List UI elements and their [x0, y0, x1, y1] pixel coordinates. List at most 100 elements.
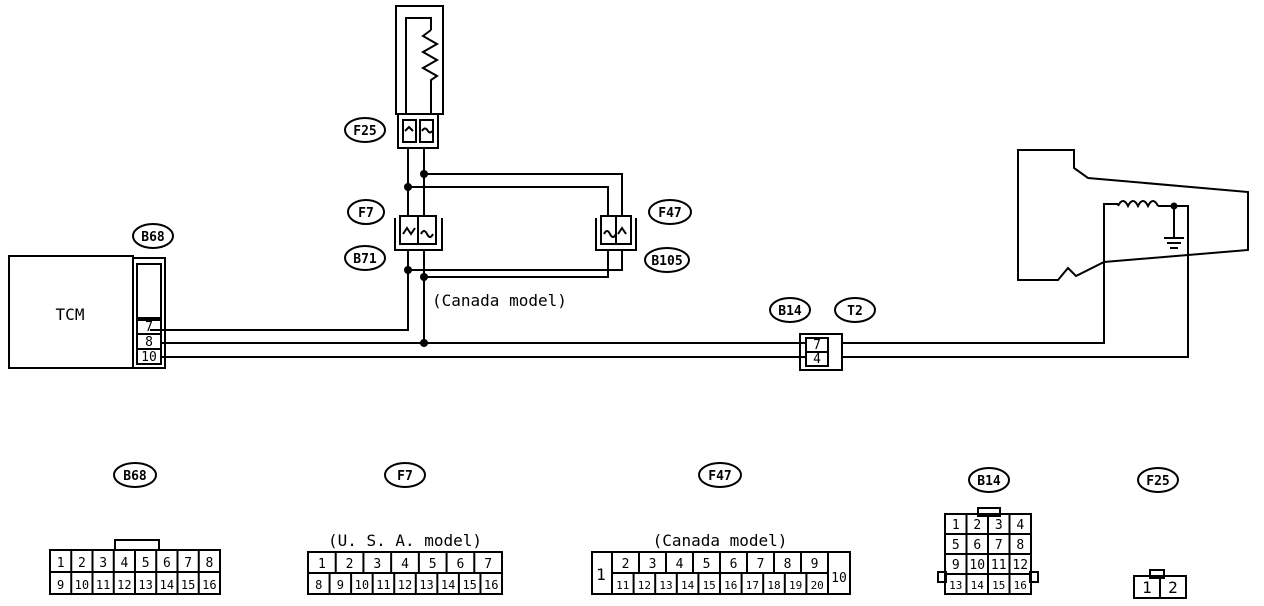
connector-pin-label: 10	[75, 578, 89, 592]
connector-pin-label: 6	[730, 557, 738, 572]
connector-pin-label: 12	[638, 579, 651, 592]
connector-pin-label: 2	[78, 556, 86, 571]
tag-f25-text: F25	[353, 124, 376, 139]
connector-pin-label: 14	[441, 578, 455, 592]
connector-pin-label: 13	[138, 578, 152, 592]
connector-pin-label: 3	[995, 518, 1003, 533]
tag-f47-text: F47	[658, 206, 681, 221]
b14-pin-4: 4	[813, 352, 821, 367]
tag-b68-text: B68	[141, 230, 165, 245]
connector-pin-label: 3	[649, 557, 657, 572]
connector-pin-label: 1	[952, 518, 960, 533]
connector-pin-label: 8	[205, 556, 213, 571]
connector-pin-label: 5	[429, 557, 437, 572]
connector-pin-label: 12	[398, 578, 412, 592]
connector-pin-label: 4	[401, 557, 409, 572]
legend-f47-pin-1: 1	[596, 565, 606, 584]
connector-pin-label: 5	[703, 557, 711, 572]
connector-pin-label: 18	[767, 579, 780, 592]
connector-pin-label: 14	[160, 578, 174, 592]
tag-b68: B68	[132, 223, 174, 249]
legend-f47-pin-10: 10	[831, 571, 847, 586]
f25-connector	[397, 113, 439, 149]
connector-pin-label: 7	[184, 556, 192, 571]
connector-pin-label: 11	[96, 578, 110, 592]
connector-pin-label: 8	[1016, 538, 1024, 553]
connector-pin-label: 15	[181, 578, 195, 592]
connector-pin-label: 14	[971, 579, 985, 592]
tag-b71: B71	[344, 245, 386, 271]
connector-pin-label: 9	[811, 557, 819, 572]
legend-b68-title: B68	[123, 469, 147, 484]
connector-pin-label: 2	[622, 557, 630, 572]
tcm-pin-7: 7	[145, 320, 153, 335]
transmission-housing	[1017, 149, 1249, 281]
f7-b71-connector	[394, 215, 443, 251]
legend-f47-note: (Canada model)	[653, 531, 788, 550]
connector-pin-label: 5	[142, 556, 150, 571]
b68-tcm-connector: 7 8 10	[132, 257, 166, 369]
legend-f25-title: F25	[1146, 474, 1169, 489]
connector-pin-label: 6	[973, 538, 981, 553]
canada-model-note: (Canada model)	[432, 291, 567, 310]
connector-pin-label: 12	[117, 578, 131, 592]
connector-pin-label: 3	[373, 557, 381, 572]
connector-pin-label: 16	[484, 578, 498, 592]
connector-pin-label: 13	[949, 579, 962, 592]
connector-pin-label: 1	[57, 556, 65, 571]
connector-pin-label: 4	[676, 557, 684, 572]
legend-f7-title: F7	[397, 469, 413, 484]
solenoid-coil	[1103, 200, 1189, 249]
legend-f25-pin-2: 2	[1168, 578, 1178, 597]
connector-pin-label: 2	[346, 557, 354, 572]
connector-pin-label: 19	[789, 579, 802, 592]
connector-pin-label: 13	[419, 578, 433, 592]
connector-pin-label: 14	[681, 579, 695, 592]
connector-pin-label: 3	[99, 556, 107, 571]
connector-pin-label: 16	[202, 578, 216, 592]
tag-b14: B14	[769, 297, 811, 323]
legend-f7-note: (U. S. A. model)	[328, 531, 482, 550]
legend-f25-pin-1: 1	[1142, 578, 1152, 597]
connector-pin-label: 7	[484, 557, 492, 572]
sensor-resistor	[395, 5, 444, 115]
legend-f47-title: F47	[708, 469, 731, 484]
tcm-pin-10: 10	[141, 350, 157, 365]
tag-f47: F47	[648, 199, 692, 225]
tag-f7: F7	[347, 199, 385, 225]
tcm-module: TCM	[8, 255, 134, 369]
connector-pin-label: 10	[969, 558, 985, 573]
connector-pin-label: 20	[811, 579, 824, 592]
connector-pin-label: 15	[462, 578, 476, 592]
f47-b105-connector	[595, 215, 637, 251]
connector-pin-label: 16	[724, 579, 737, 592]
tag-b71-text: B71	[353, 252, 377, 267]
tag-b14-text: B14	[778, 304, 802, 319]
tcm-pin-8: 8	[145, 335, 153, 350]
tcm-label: TCM	[56, 305, 85, 324]
connector-pin-label: 15	[992, 579, 1005, 592]
connector-pin-label: 16	[1014, 579, 1027, 592]
connector-pin-label: 13	[659, 579, 672, 592]
connector-pin-label: 4	[120, 556, 128, 571]
connector-pin-label: 9	[337, 578, 344, 592]
connector-pin-label: 4	[1016, 518, 1024, 533]
tag-t2: T2	[834, 297, 876, 323]
connector-pin-label: 2	[973, 518, 981, 533]
connector-pin-label: 11	[376, 578, 390, 592]
b14-t2-connector: 7 4	[799, 333, 843, 371]
connector-pin-label: 9	[57, 578, 64, 592]
tag-b105: B105	[644, 247, 690, 273]
tag-t2-text: T2	[847, 304, 863, 319]
connector-pin-label: 11	[991, 558, 1007, 573]
connector-pin-label: 8	[784, 557, 792, 572]
connector-pin-label: 1	[318, 557, 326, 572]
tag-f7-text: F7	[358, 206, 374, 221]
connector-pin-label: 8	[315, 578, 322, 592]
connector-pin-label: 11	[616, 579, 629, 592]
